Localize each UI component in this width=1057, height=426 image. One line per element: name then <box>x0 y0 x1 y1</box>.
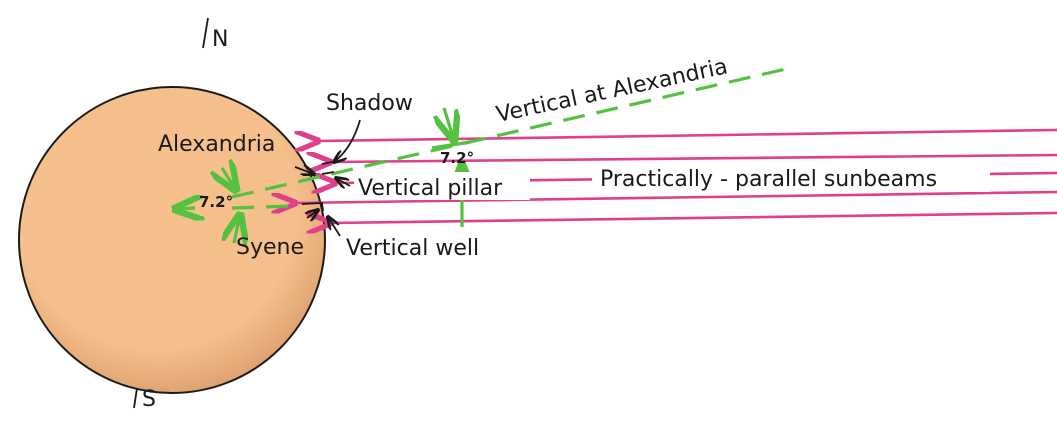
angle-arrow <box>234 215 240 243</box>
pillar-label-bg <box>354 172 530 200</box>
shadow-label: Shadow <box>326 91 413 116</box>
center-arrow <box>175 208 195 209</box>
sunbeams-label-bg <box>592 162 990 192</box>
well-pointer <box>307 210 318 218</box>
sunbeam <box>330 211 1057 223</box>
syene-vertical-line <box>231 204 293 210</box>
well <box>301 202 324 212</box>
pillar-angle-label: 7.2° <box>440 149 474 167</box>
syene-label: Syene <box>236 235 304 260</box>
alexandria-label: Alexandria <box>158 132 275 157</box>
sunbeam <box>330 155 1057 162</box>
angle-arrow <box>444 107 454 140</box>
vertical-at-alexandria-line <box>231 66 791 199</box>
north-label: N <box>212 27 228 52</box>
center-angle-label: 7.2° <box>199 193 233 211</box>
pillar <box>321 161 335 175</box>
vertical-pillar-label: Vertical pillar <box>358 176 503 201</box>
angle-mark <box>431 140 471 150</box>
vertical-at-alexandria-label: Vertical at Alexandria <box>494 54 730 127</box>
vertical-well-label: Vertical well <box>346 236 479 261</box>
sunbeams-label: Practically - parallel sunbeams <box>600 167 937 192</box>
earth <box>18 86 326 394</box>
well-pointer <box>328 217 341 237</box>
alexandria-pointer <box>294 167 314 174</box>
shadow-pointer <box>334 119 361 162</box>
north-axis-line <box>202 17 209 49</box>
sunbeam <box>318 128 1057 141</box>
sunbeam <box>295 190 1057 203</box>
south-label: S <box>142 387 156 412</box>
pillar-pointer <box>336 178 351 186</box>
angle-arrow <box>222 168 236 190</box>
